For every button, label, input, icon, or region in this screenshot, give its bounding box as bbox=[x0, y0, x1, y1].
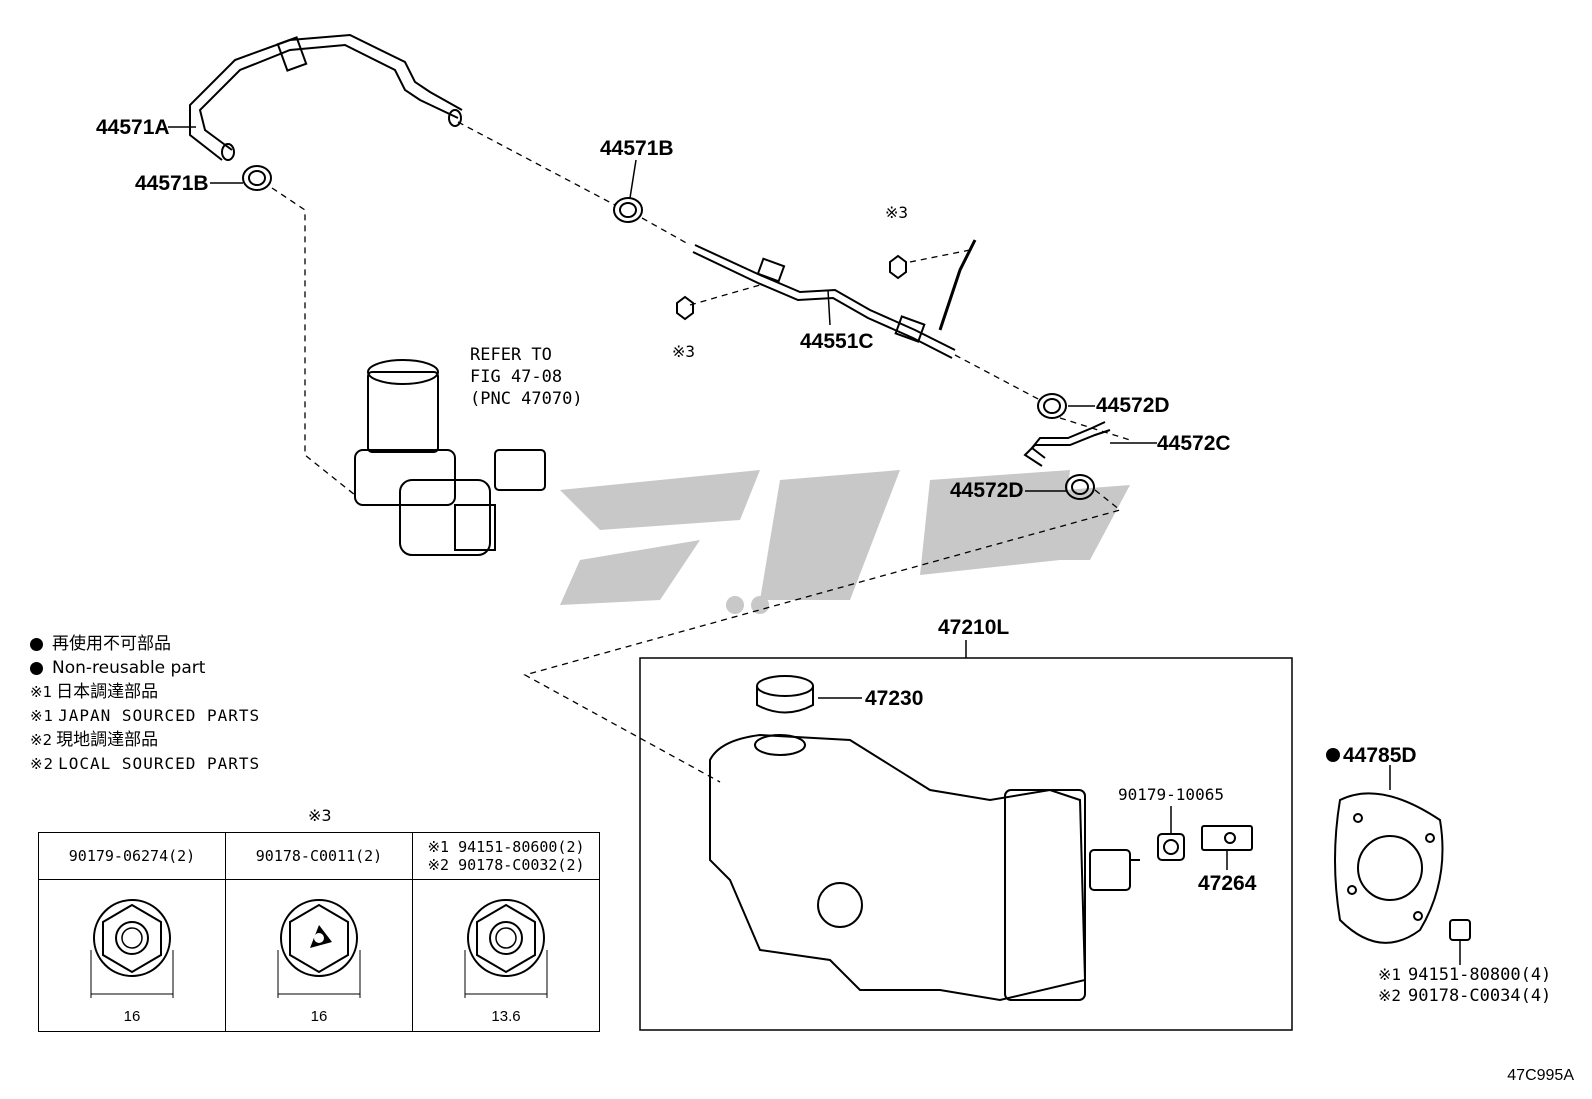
label-94151-80800: 94151-80800(4) bbox=[1408, 965, 1551, 985]
table-column: 90179-06274(2) 16 bbox=[39, 833, 226, 1031]
table-cell: 16 bbox=[39, 880, 225, 1031]
label-47210l: 47210L bbox=[938, 616, 1009, 639]
table-cell: 13.6 bbox=[413, 880, 599, 1031]
non-reusable-dot-icon bbox=[1326, 748, 1340, 762]
dimension-value: 13.6 bbox=[491, 1008, 521, 1025]
table-header: 90178-C0011(2) bbox=[226, 833, 412, 880]
refer-note-line3: (PNC 47070) bbox=[470, 389, 583, 409]
refer-note-line2: FIG 47-08 bbox=[470, 367, 562, 387]
leader-lines bbox=[168, 126, 1461, 965]
clip-upper-right bbox=[613, 197, 643, 223]
table-cell: 16 bbox=[226, 880, 412, 1031]
nut-flange-icon bbox=[277, 899, 361, 998]
clip-right-upper bbox=[1037, 393, 1067, 419]
star2-mark-gasket: ※2 bbox=[1378, 986, 1401, 1005]
non-reusable-dot-icon bbox=[30, 661, 43, 675]
legend-row-nonreusable-jp: 再使用不可部品 bbox=[30, 632, 260, 656]
label-44785d: 44785D bbox=[1343, 744, 1417, 767]
label-44571b-left: 44571B bbox=[135, 172, 209, 195]
table-column: ※1 94151-80600(2) ※2 90178-C0032(2) 13.6 bbox=[413, 833, 599, 1031]
star1-mark-gasket: ※1 bbox=[1378, 965, 1401, 984]
label-44551c: 44551C bbox=[800, 330, 874, 353]
label-star3-upper: ※3 bbox=[885, 203, 908, 222]
label-44572c: 44572C bbox=[1157, 432, 1231, 455]
label-44572d-lower: 44572D bbox=[950, 479, 1024, 502]
bolt-small bbox=[1157, 833, 1185, 861]
nut-upper bbox=[676, 254, 907, 321]
label-47230: 47230 bbox=[865, 687, 923, 710]
figure-id: 47C995A bbox=[1507, 1067, 1574, 1084]
clip-right-lower bbox=[1065, 474, 1095, 500]
fastener-table: 90179-06274(2) 16 90178-C0011(2) bbox=[38, 832, 600, 1032]
legend-row-nonreusable-en: Non-reusable part bbox=[30, 656, 260, 680]
label-44571b-right: 44571B bbox=[600, 137, 674, 160]
refer-note-line1: REFER TO bbox=[470, 345, 552, 365]
nut-hex-icon bbox=[90, 899, 174, 998]
label-90178-c0034: 90178-C0034(4) bbox=[1408, 986, 1551, 1006]
dashed-leaders bbox=[271, 121, 1131, 783]
pipe-main bbox=[692, 239, 977, 359]
assembly-box bbox=[639, 657, 1293, 1031]
hose-upper bbox=[189, 33, 463, 161]
watermark-logo bbox=[560, 470, 1130, 614]
label-44571a: 44571A bbox=[96, 116, 170, 139]
label-90179-10065: 90179-10065 bbox=[1118, 785, 1224, 804]
non-reusable-dot-icon bbox=[30, 637, 43, 651]
dimension-value: 16 bbox=[310, 1008, 328, 1025]
master-cylinder bbox=[709, 675, 1140, 1002]
table-header: 90179-06274(2) bbox=[39, 833, 225, 880]
dimension-value: 16 bbox=[123, 1008, 141, 1025]
nut-hex-icon bbox=[464, 899, 548, 998]
table-column: 90178-C0011(2) 16 bbox=[226, 833, 413, 1031]
hose-right bbox=[1023, 421, 1111, 467]
gasket-44785d bbox=[1334, 792, 1471, 944]
table-header: ※1 94151-80600(2) ※2 90178-C0032(2) bbox=[413, 833, 599, 880]
clip-upper-left bbox=[242, 165, 272, 191]
label-47264: 47264 bbox=[1198, 872, 1257, 895]
bracket-47264 bbox=[1201, 825, 1253, 851]
pump-motor-unit bbox=[354, 359, 546, 556]
label-star3-lower: ※3 bbox=[672, 342, 695, 361]
label-44572d-upper: 44572D bbox=[1096, 394, 1170, 417]
table-title: ※3 bbox=[308, 806, 332, 825]
